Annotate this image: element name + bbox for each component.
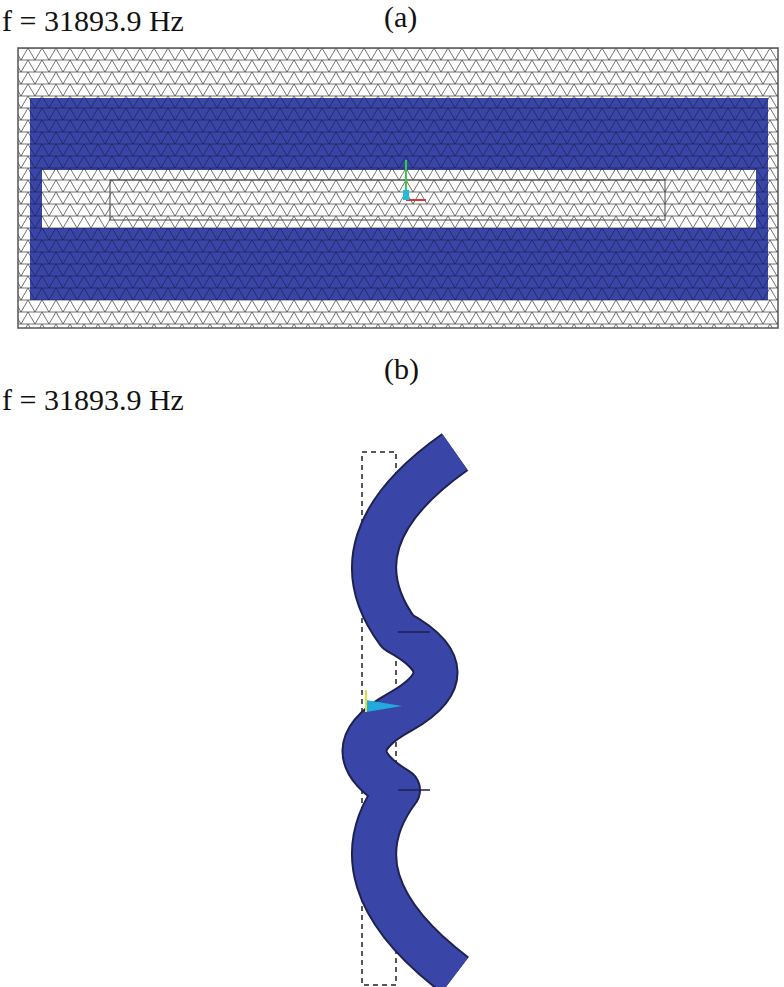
deformed-beam (362, 452, 455, 985)
frequency-label: f = 31893.9 Hz (2, 383, 184, 416)
mesh-panel (18, 48, 778, 328)
panel-label: (a) (384, 0, 417, 33)
panel-label: (b) (384, 352, 419, 385)
frequency-label: f = 31893.9 Hz (2, 4, 184, 37)
